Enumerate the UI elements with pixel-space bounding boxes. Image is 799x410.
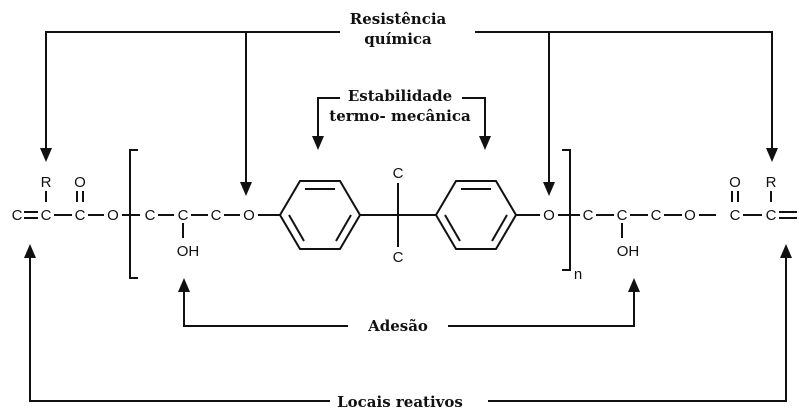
atom-oh: OH [617, 243, 640, 260]
benzene-ring-right [434, 180, 518, 250]
arrow-adesao-left [183, 290, 348, 327]
atom-o: O [107, 207, 119, 224]
arrowhead-resistencia-left-inner [240, 182, 252, 196]
arrow-estabilidade-left [317, 97, 340, 138]
arrowhead-locais-left [24, 244, 36, 258]
arrows-adesao [178, 278, 640, 327]
arrowhead-resistencia-right-outer [766, 148, 778, 162]
atom-c: C [393, 165, 404, 182]
atom-o: O [543, 207, 555, 224]
left-glycerol-unit: C C OH C O [145, 207, 280, 260]
atom-oh: OH [177, 243, 200, 260]
arrow-locais-right [488, 256, 787, 402]
arrow-estabilidade-right [462, 97, 486, 138]
left-methacrylate-group: C C R C O O [12, 174, 140, 224]
atom-c: C [211, 207, 222, 224]
atom-c: C [583, 207, 594, 224]
atom-c: C [393, 249, 404, 266]
arrowhead-resistencia-left-outer [40, 148, 52, 162]
atom-o: O [684, 207, 696, 224]
arrowhead-estabilidade-right [479, 136, 491, 150]
atom-c: C [12, 207, 23, 224]
benzene-ring-left [278, 180, 362, 250]
arrows-estabilidade [312, 97, 491, 150]
arrows-locais-reativos [24, 244, 792, 402]
bracket-right [562, 149, 571, 271]
label-locais-reativos: Locais reativos [337, 393, 463, 410]
label-resistencia-line2: química [364, 30, 432, 48]
arrowhead-adesao-right [628, 278, 640, 292]
repeat-index-n: n [574, 266, 582, 283]
arrow-adesao-right [448, 290, 635, 327]
label-estabilidade-line1: Estabilidade [348, 87, 452, 105]
atom-o: O [74, 174, 86, 191]
atom-o: O [243, 207, 255, 224]
atom-c: C [145, 207, 156, 224]
atom-c: C [41, 207, 52, 224]
atom-c: C [75, 207, 86, 224]
label-estabilidade-line2: termo- mecânica [329, 107, 471, 125]
atom-c: C [730, 207, 741, 224]
arrow-resistencia-right-outer [475, 31, 773, 150]
atom-c: C [178, 207, 189, 224]
atom-r: R [766, 174, 777, 191]
atom-c: C [766, 207, 777, 224]
arrowhead-estabilidade-left [312, 136, 324, 150]
arrow-resistencia-left-outer [45, 31, 340, 150]
label-adesao: Adesão [367, 317, 428, 335]
arrowhead-resistencia-right-inner [543, 182, 555, 196]
arrowhead-adesao-left [178, 278, 190, 292]
label-resistencia-line1: Resistência [350, 10, 447, 28]
atom-c: C [651, 207, 662, 224]
atom-r: R [41, 174, 52, 191]
arrow-locais-left [29, 256, 330, 402]
atom-c: C [617, 207, 628, 224]
right-methacrylate-group: C O C R [729, 174, 797, 224]
arrowhead-locais-right [780, 244, 792, 258]
bracket-left [129, 149, 138, 279]
bisphenol-a-core: C C [278, 165, 518, 266]
right-glycerol-unit: C C OH C O [583, 207, 716, 260]
arrows-resistencia [40, 31, 778, 196]
atom-o: O [729, 174, 741, 191]
